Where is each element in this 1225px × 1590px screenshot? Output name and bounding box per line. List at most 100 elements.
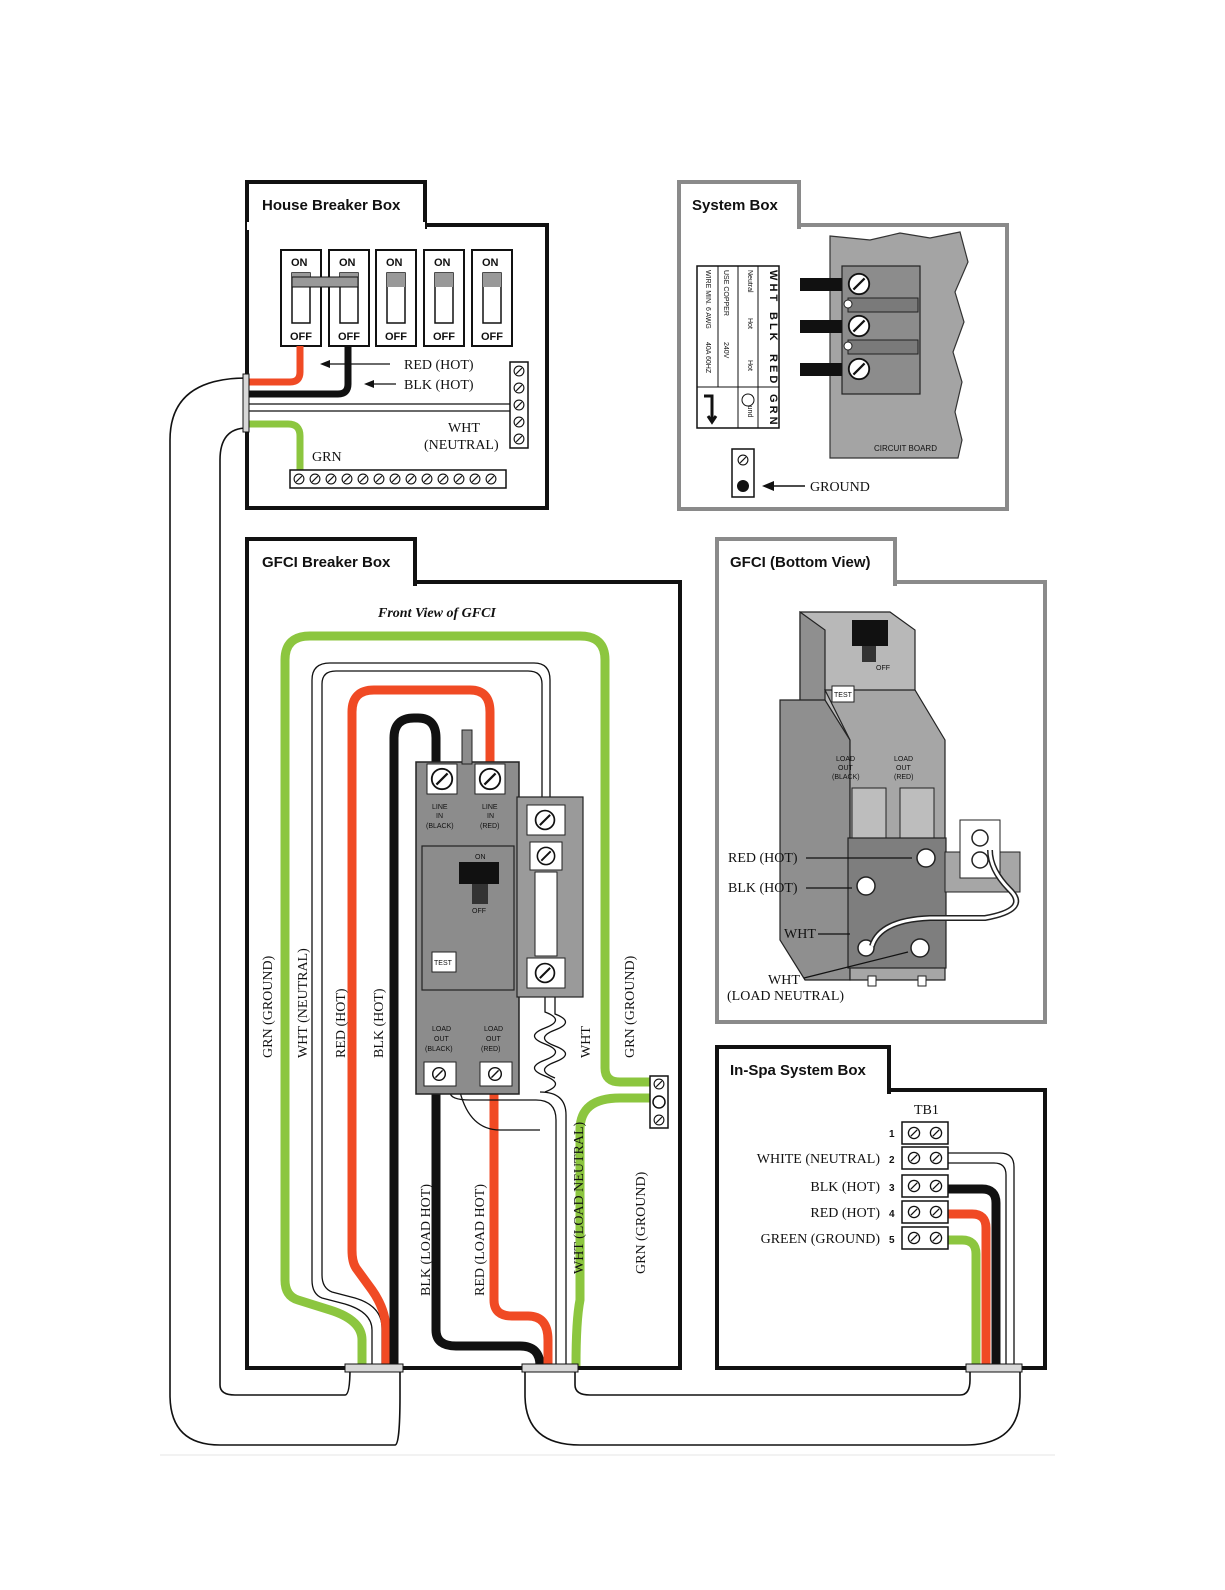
terminal-number: 4 <box>889 1209 895 1220</box>
breaker-on-label: ON <box>482 257 499 269</box>
neutral-label: (NEUTRAL) <box>424 438 499 453</box>
load-out-label: (BLACK) <box>425 1046 453 1053</box>
breaker-1: ON OFF <box>280 249 322 347</box>
tie-bar <box>291 276 359 288</box>
hot-role: Hot <box>746 360 753 371</box>
ground-terminal: GROUND <box>731 448 870 498</box>
breaker-off-label: OFF <box>433 331 455 343</box>
ground-terminal-bar <box>289 469 507 489</box>
wht-label: WHT <box>768 973 800 988</box>
label-blk-hot: BLK (HOT) <box>372 988 387 1058</box>
breaker-row: ON OFF ON OFF ON OFF O <box>280 249 513 347</box>
gfci-device: LINE IN (BLACK) LINE IN (RED) ON OFF TES… <box>415 729 520 1095</box>
spa-wires <box>948 1152 1015 1366</box>
test-button <box>431 951 457 973</box>
wire-note: WIRE MIN. 6 AWG <box>704 270 711 329</box>
gfci-neutral-bar <box>516 796 584 998</box>
terminal-label: BLK (HOT) <box>810 1180 880 1195</box>
wire-stub <box>800 320 842 333</box>
load-out-label: OUT <box>838 765 854 772</box>
load-neutral-label: (LOAD NEUTRAL) <box>727 989 844 1004</box>
test-label: TEST <box>434 960 453 967</box>
breaker-off-label: OFF <box>385 331 407 343</box>
breaker-off-label: OFF <box>338 331 360 343</box>
load-out-label: LOAD <box>432 1026 451 1033</box>
label-wht: WHT <box>579 1026 594 1058</box>
house-breaker-box: House Breaker Box ON OFF ON OFF <box>245 180 549 510</box>
load-out-label: OUT <box>896 765 912 772</box>
tb1-row-labels: 1 WHITE (NEUTRAL) 2 BLK (HOT) 3 RED (HOT… <box>757 1129 895 1247</box>
label-grn-ground-right: GRN (GROUND) <box>623 955 638 1058</box>
hot-role: Hot <box>746 318 753 329</box>
wire-stub <box>800 363 842 376</box>
gfci-toggle <box>459 862 499 884</box>
line-in-label: LINE <box>432 804 448 811</box>
gfci-box-title: GFCI Breaker Box <box>262 554 391 571</box>
line-in-label: LINE <box>482 804 498 811</box>
load-out-label: (RED) <box>481 1046 500 1053</box>
house-box-title: House Breaker Box <box>262 197 401 214</box>
tb1-label: TB1 <box>914 1103 939 1118</box>
label-wht-load-neutral: WHT (LOAD NEUTRAL) <box>572 1122 587 1274</box>
gfci-breaker-box: GFCI Breaker Box Front View of GFCI <box>245 537 682 1370</box>
line-in-label: (BLACK) <box>426 823 454 830</box>
grn-label: GRN <box>312 450 342 465</box>
wht-label: WHT <box>448 421 480 436</box>
off-label: OFF <box>876 665 890 672</box>
terminal-legend: W H T B L K R E D G R N Neutral Hot Hot … <box>696 265 780 429</box>
copper-note: USE COPPER <box>722 270 729 316</box>
label-grn-ground-low: GRN (GROUND) <box>634 1171 649 1274</box>
gfci-bottom-view: GFCI (Bottom View) OFF TEST LOAD OUT (BL… <box>715 537 1047 1024</box>
terminal-label: WHITE (NEUTRAL) <box>757 1152 881 1167</box>
gfci-wires <box>280 631 650 1367</box>
label-blk-load-hot: BLK (LOAD HOT) <box>419 1184 434 1296</box>
gfci-ground-terminal <box>649 1075 669 1129</box>
ground-label: GROUND <box>810 480 870 495</box>
line-in-label: IN <box>436 813 443 820</box>
label-red-hot: RED (HOT) <box>334 988 349 1058</box>
wire-stub <box>800 278 842 291</box>
label-grn-ground: GRN (GROUND) <box>261 955 276 1058</box>
spa-box-title: In-Spa System Box <box>730 1062 867 1079</box>
in-spa-system-box: In-Spa System Box TB1 <box>715 1045 1047 1370</box>
terminal-number: 5 <box>889 1235 895 1246</box>
load-out-label: LOAD <box>484 1026 503 1033</box>
line-in-label: (RED) <box>480 823 499 830</box>
voltage-note: 240V <box>722 342 729 359</box>
terminal-label: RED (HOT) <box>810 1206 880 1221</box>
wht-label: WHT <box>784 927 816 942</box>
gfci-wire-labels: GRN (GROUND) WHT (NEUTRAL) RED (HOT) BLK… <box>261 948 649 1296</box>
terminal-label: GREEN (GROUND) <box>761 1232 881 1247</box>
gfci-3d-device: OFF TEST LOAD OUT (BLACK) LOAD OUT (RED) <box>779 610 1021 987</box>
grn-letters: G R N <box>767 394 779 425</box>
breaker-off-label: OFF <box>290 331 312 343</box>
line-in-label: IN <box>487 813 494 820</box>
front-view-label: Front View of GFCI <box>377 606 496 621</box>
test-label: TEST <box>834 692 853 699</box>
breaker-off-label: OFF <box>481 331 503 343</box>
terminal-number: 1 <box>889 1129 895 1140</box>
on-label: ON <box>475 854 486 861</box>
load-out-label: (BLACK) <box>832 774 860 781</box>
breaker-on-label: ON <box>434 257 451 269</box>
breaker-5: ON OFF <box>471 249 513 347</box>
red-letters: R E D <box>767 354 779 383</box>
circuit-board-label: CIRCUIT BOARD <box>874 444 937 453</box>
off-label: OFF <box>472 908 486 915</box>
blk-hot-label: BLK (HOT) <box>404 378 474 393</box>
gfci-bottom-title: GFCI (Bottom View) <box>730 554 871 571</box>
load-out-label: OUT <box>434 1036 450 1043</box>
breaker-2: ON OFF <box>328 249 370 347</box>
house-labels: RED (HOT) BLK (HOT) WHT (NEUTRAL) GRN <box>312 358 499 465</box>
breaker-on-label: ON <box>339 257 356 269</box>
load-out-label: LOAD <box>836 756 855 763</box>
red-hot-label: RED (HOT) <box>728 851 798 866</box>
blk-letters: B L K <box>767 312 779 341</box>
neutral-role: Neutral <box>746 270 753 293</box>
load-out-label: OUT <box>486 1036 502 1043</box>
tb1-terminal-block <box>901 1121 949 1250</box>
breaker-on-label: ON <box>291 257 308 269</box>
red-hot-label: RED (HOT) <box>404 358 474 373</box>
